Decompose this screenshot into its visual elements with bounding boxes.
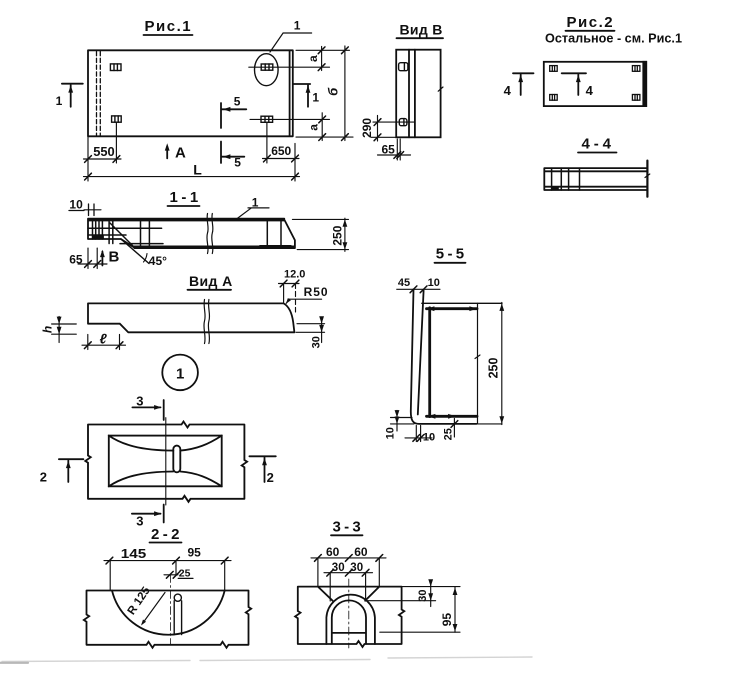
- svg-text:Рис.2: Рис.2: [567, 14, 615, 31]
- svg-text:1: 1: [294, 19, 301, 33]
- svg-text:65: 65: [382, 143, 396, 157]
- svg-text:Рис.1: Рис.1: [145, 18, 193, 35]
- svg-text:4: 4: [504, 83, 512, 98]
- svg-text:Вид В: Вид В: [400, 22, 443, 38]
- svg-text:В: В: [109, 249, 120, 266]
- svg-text:45: 45: [398, 277, 410, 289]
- svg-text:60: 60: [326, 545, 340, 559]
- svg-text:30: 30: [350, 562, 363, 574]
- svg-text:60: 60: [354, 545, 368, 559]
- svg-text:L: L: [193, 162, 202, 178]
- svg-text:А: А: [175, 145, 186, 162]
- svg-text:10: 10: [385, 427, 397, 439]
- svg-text:30: 30: [311, 336, 323, 348]
- svg-text:a: a: [307, 124, 321, 131]
- svg-text:250: 250: [331, 225, 345, 245]
- svg-text:Остальное - см. Рис.1: Остальное - см. Рис.1: [545, 30, 682, 45]
- svg-text:250: 250: [487, 358, 501, 379]
- svg-text:5: 5: [234, 156, 241, 170]
- svg-text:1: 1: [56, 94, 63, 108]
- svg-text:290: 290: [360, 118, 374, 138]
- svg-text:145: 145: [121, 546, 147, 561]
- svg-text:5: 5: [234, 95, 241, 109]
- svg-text:Вид А: Вид А: [189, 273, 233, 289]
- svg-text:R 125: R 125: [126, 585, 153, 618]
- svg-text:45°: 45°: [149, 254, 167, 268]
- svg-text:R50: R50: [304, 285, 329, 299]
- svg-text:12.0: 12.0: [284, 269, 305, 281]
- svg-text:4-4: 4-4: [582, 136, 615, 153]
- svg-text:ℓ: ℓ: [100, 331, 108, 347]
- svg-text:10: 10: [428, 277, 440, 289]
- svg-text:2-2: 2-2: [151, 526, 183, 543]
- svg-text:25: 25: [179, 568, 191, 580]
- svg-text:3: 3: [136, 514, 143, 529]
- svg-text:10: 10: [423, 432, 435, 444]
- svg-text:550: 550: [93, 144, 115, 159]
- svg-text:a: a: [306, 55, 320, 62]
- svg-text:30: 30: [332, 562, 345, 574]
- svg-text:б: б: [326, 87, 341, 96]
- svg-text:1: 1: [312, 91, 319, 105]
- svg-text:1-1: 1-1: [170, 189, 202, 206]
- svg-text:65: 65: [69, 253, 83, 267]
- svg-text:95: 95: [188, 546, 202, 560]
- svg-text:3-3: 3-3: [333, 519, 365, 536]
- svg-text:2: 2: [40, 470, 47, 485]
- svg-text:5-5: 5-5: [436, 246, 468, 263]
- svg-text:1: 1: [252, 196, 259, 210]
- svg-text:95: 95: [440, 613, 454, 627]
- svg-text:2: 2: [267, 470, 274, 485]
- svg-text:3: 3: [136, 394, 143, 409]
- svg-text:25: 25: [443, 428, 455, 440]
- svg-text:h: h: [40, 326, 54, 333]
- svg-text:10: 10: [69, 198, 83, 212]
- svg-text:650: 650: [271, 144, 291, 158]
- svg-text:1: 1: [176, 366, 184, 383]
- svg-text:4: 4: [586, 83, 594, 98]
- svg-text:30: 30: [417, 589, 429, 601]
